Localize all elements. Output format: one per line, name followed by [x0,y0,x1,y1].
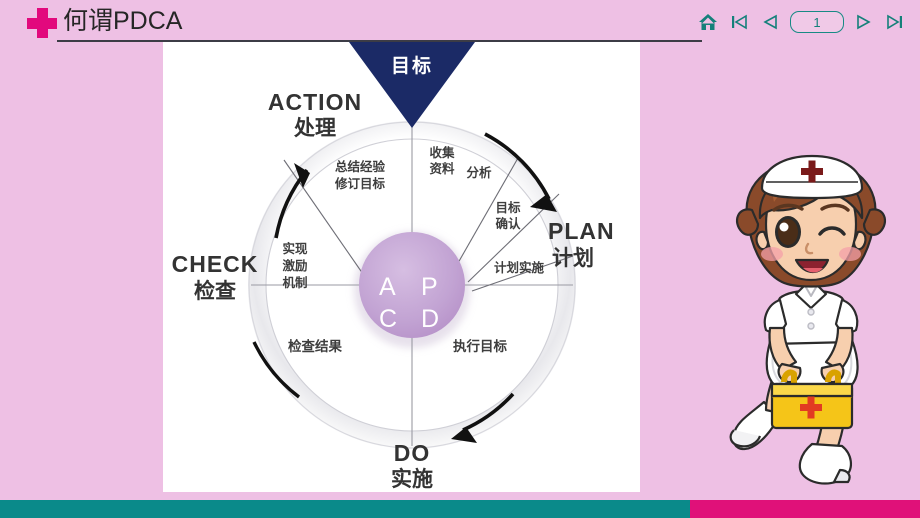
slide-navigation[interactable]: 1 [697,10,906,34]
next-slide-icon[interactable] [853,11,875,33]
bag-cross-icon [800,396,822,419]
previous-slide-icon[interactable] [759,11,781,33]
quadrant-label-check-cn: 检查 [194,280,236,303]
spoke-label-goal-1: 目标 [495,201,521,215]
footer-bar-left [0,500,690,518]
spoke-label-summary-1: 总结经验 [334,160,385,174]
spoke-label-do-exec: 执行目标 [453,339,507,354]
center-letter-c: C [379,305,398,333]
quadrant-label-do-en: DO [393,440,431,466]
quadrant-label-plan-cn: 计划 [552,247,594,270]
quadrant-label-check-en: CHECK [171,251,259,277]
spoke-label-collect-1: 收集 [429,146,455,160]
goal-label: 目标 [390,56,433,77]
spoke-label-goal-2: 确认 [495,217,521,231]
spoke-label-incentive-1: 实现 [282,242,308,256]
spoke-label-collect-2: 资料 [429,162,455,176]
quadrant-label-action-en: ACTION [267,89,363,115]
spoke-label-plan-exec: 计划实施 [493,261,544,275]
center-letter-p: P [421,273,438,301]
center-letter-d: D [421,305,440,333]
spoke-label-analyze: 分析 [466,166,492,180]
center-letter-a: A [379,273,396,301]
slide-header: 何谓PDCA 1 [0,0,920,42]
quadrant-label-action-cn: 处理 [294,117,336,140]
slide-footer [0,500,920,518]
spoke-label-incentive-3: 机制 [282,276,308,290]
title-underline [57,40,702,42]
last-slide-icon[interactable] [884,11,906,33]
spoke-label-check-result: 检查结果 [288,339,342,354]
pdca-diagram: 目标 ACTION 处理 PLAN 计划 CHECK 检查 DO 实施 A P … [163,42,640,492]
spoke-label-incentive-2: 激励 [282,259,308,273]
quadrant-label-plan-en: PLAN [548,218,615,244]
quadrant-label-do-cn: 实施 [391,468,433,491]
red-cross-icon [27,8,57,38]
page-number-input[interactable]: 1 [790,11,844,33]
spoke-label-summary-2: 修订目标 [334,177,385,191]
nurse-illustration [700,152,920,500]
cap-cross-icon [801,160,823,183]
home-icon[interactable] [697,11,719,33]
footer-bar-right [690,500,920,518]
pdca-diagram-svg [248,42,576,449]
goal-triangle [349,42,475,128]
content-panel: 目标 ACTION 处理 PLAN 计划 CHECK 检查 DO 实施 A P … [163,42,640,492]
first-slide-icon[interactable] [728,11,750,33]
page-title: 何谓PDCA [63,7,183,35]
